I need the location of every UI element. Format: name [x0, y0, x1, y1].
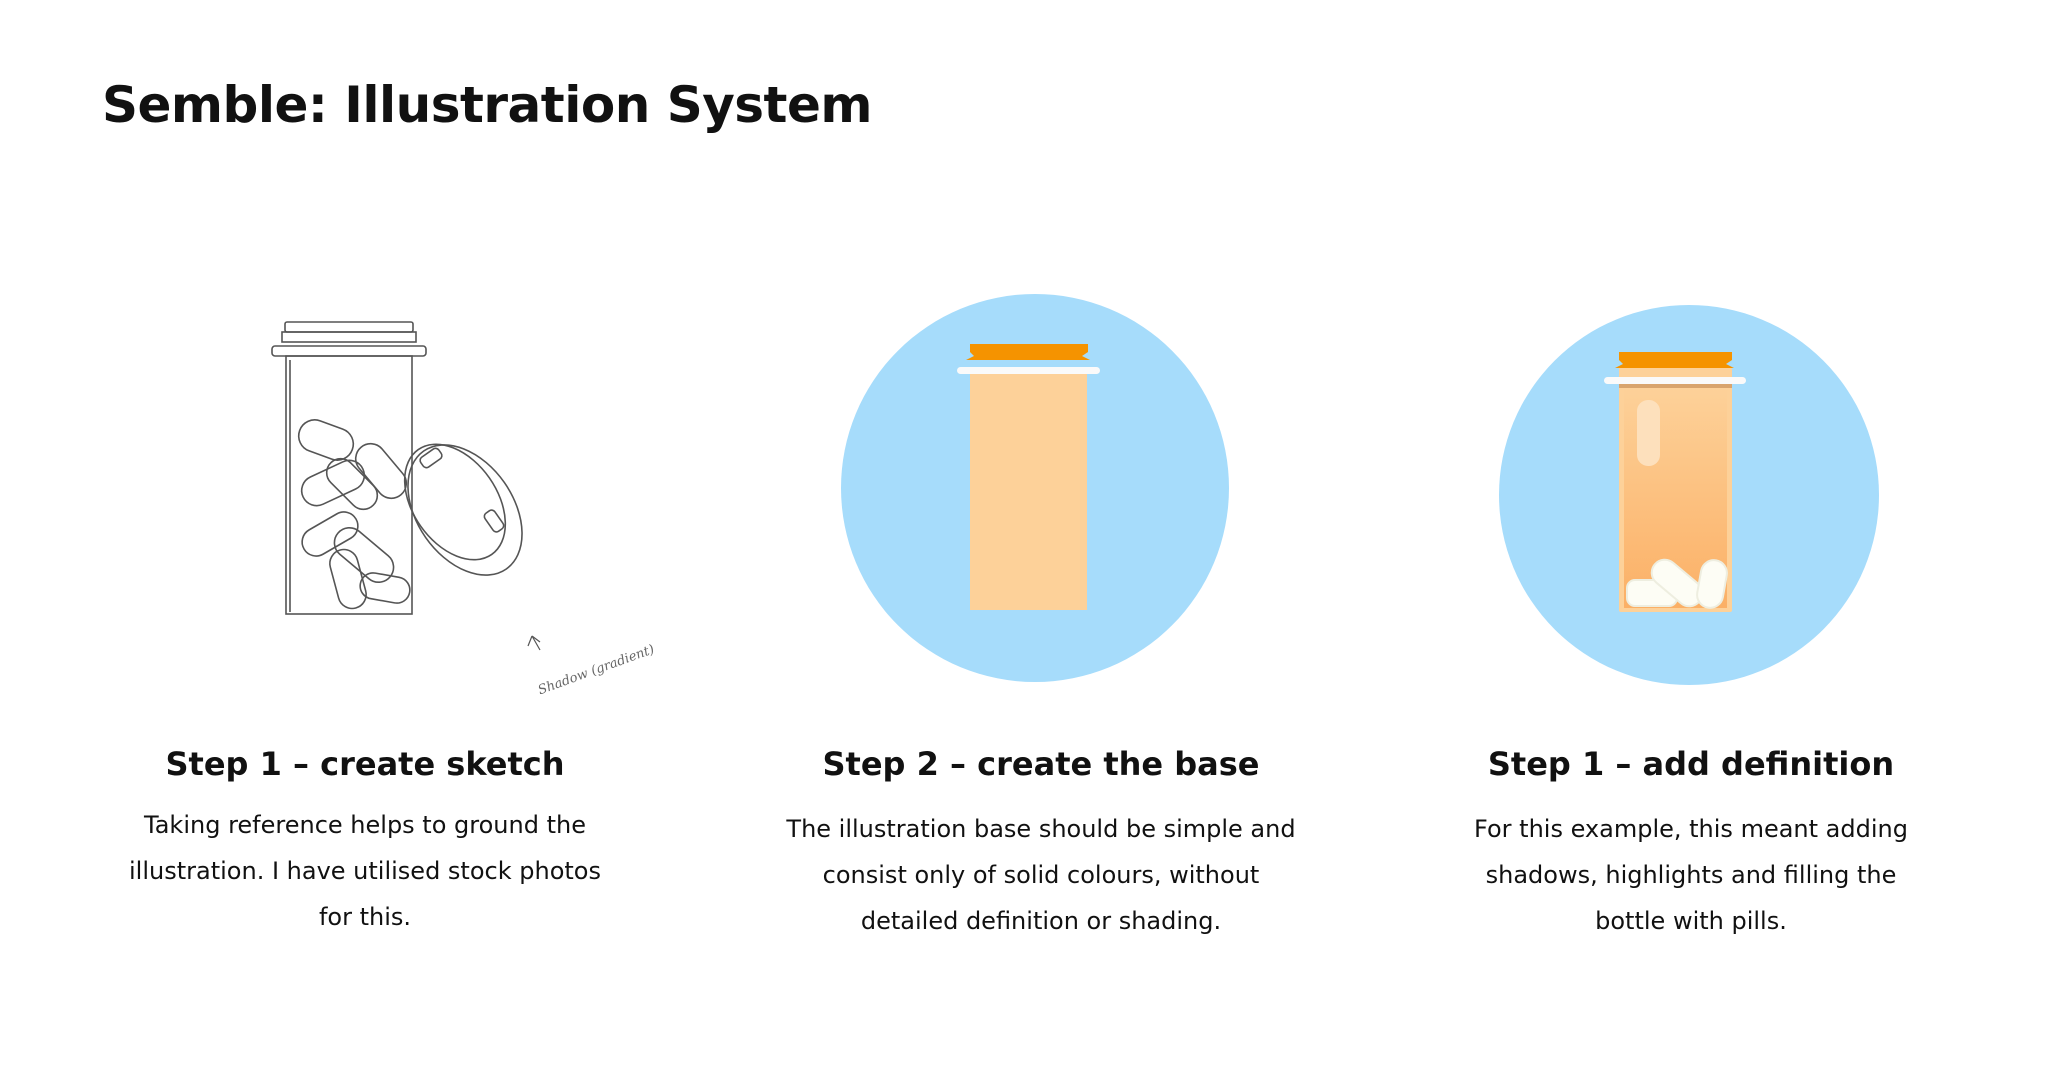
step-description: The illustration base should be simple a…: [786, 815, 1296, 935]
page-title: Semble: Illustration System: [102, 76, 872, 134]
step-heading: Step 1 – add definition: [1487, 745, 1895, 783]
step-definition: Step 1 – add definition For this example…: [1411, 744, 1971, 944]
flat-pill-bottle: [841, 294, 1229, 682]
step-heading: Step 1 – create sketch: [165, 745, 565, 783]
step-base: Step 2 – create the base The illustratio…: [761, 744, 1321, 944]
sketch-pill-bottle: [271, 321, 541, 651]
step-description: Taking reference helps to ground the ill…: [129, 811, 601, 931]
detailed-pill-bottle: [1499, 305, 1879, 685]
step-heading: Step 2 – create the base: [822, 745, 1260, 783]
step-sketch: Step 1 – create sketch Taking reference …: [85, 744, 645, 940]
sketch-note: Shadow (gradient): [536, 642, 656, 698]
step-description: For this example, this meant adding shad…: [1474, 815, 1908, 935]
